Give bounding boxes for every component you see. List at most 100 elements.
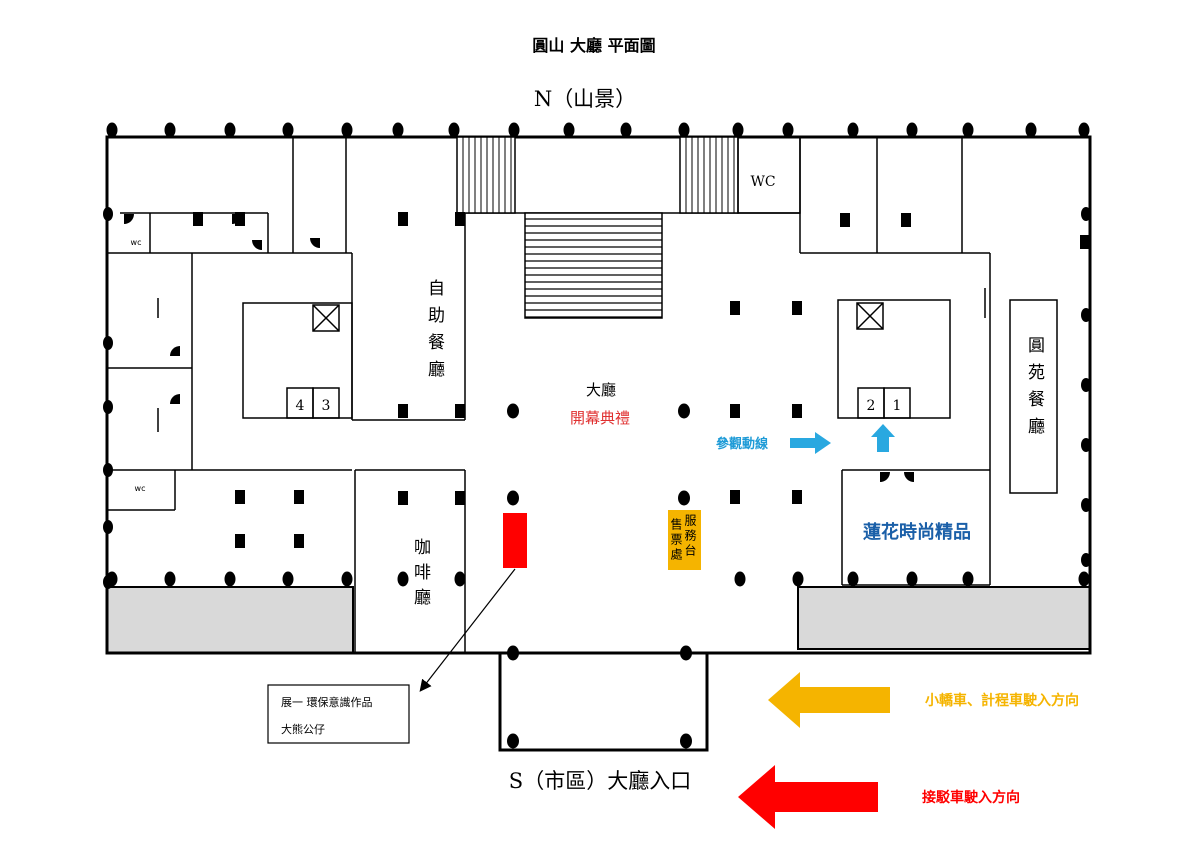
column-round xyxy=(106,122,118,138)
staircase-left xyxy=(456,136,516,214)
column-round xyxy=(282,122,294,138)
door-swing xyxy=(170,394,180,404)
column-round xyxy=(507,403,519,419)
route-arrow-up-icon xyxy=(871,424,895,452)
door-swing xyxy=(170,346,180,356)
column-round xyxy=(103,207,113,221)
ceremony-marker xyxy=(503,513,527,568)
column-round xyxy=(103,336,113,350)
elevator-cell xyxy=(883,387,911,419)
column-square xyxy=(455,404,465,418)
visit-route-label: 參觀動線 xyxy=(715,437,769,452)
column-round xyxy=(1081,438,1091,452)
column-round xyxy=(1081,207,1091,221)
cafe-label: 咖啡廳 xyxy=(410,538,430,613)
elevator-number-1: 1 xyxy=(892,398,902,414)
column-round xyxy=(680,645,692,661)
column-round xyxy=(282,571,294,587)
column-square xyxy=(792,490,802,504)
column-round xyxy=(906,122,918,138)
shuttle-direction-label: 接駁車駛入方向 xyxy=(922,790,1020,806)
door-swing xyxy=(880,472,890,482)
column-square xyxy=(235,534,245,548)
shuttle-arrow-icon xyxy=(738,765,878,829)
main-entrance xyxy=(498,651,709,752)
column-square xyxy=(398,404,408,418)
column-square xyxy=(901,213,911,227)
column-round xyxy=(1081,553,1091,567)
exhibit-caption-line1: 展一 環保意識作品 xyxy=(281,696,373,709)
elevator-block-left xyxy=(242,302,353,419)
doors xyxy=(124,214,914,482)
elevator-block-right xyxy=(837,299,951,419)
column-square xyxy=(398,491,408,505)
door-swing xyxy=(252,240,262,250)
south-entrance-label: S（市區）大廳入口 xyxy=(508,769,692,793)
elevator-number-3: 3 xyxy=(321,398,331,414)
column-square xyxy=(792,301,802,315)
elevator-number-2: 2 xyxy=(866,398,876,414)
column-square xyxy=(294,490,304,504)
column-square xyxy=(840,213,850,227)
columns xyxy=(103,122,1091,749)
column-round xyxy=(847,571,859,587)
shaft-icon xyxy=(856,302,884,330)
column-round xyxy=(224,571,236,587)
column-round xyxy=(680,733,692,749)
column-round xyxy=(508,122,520,138)
column-round xyxy=(792,571,804,587)
exhibit-caption-box xyxy=(267,684,410,744)
column-round xyxy=(164,122,176,138)
column-round xyxy=(1078,122,1090,138)
column-round xyxy=(962,122,974,138)
column-round xyxy=(507,645,519,661)
column-round xyxy=(678,490,690,506)
door-swing xyxy=(904,472,914,482)
column-round xyxy=(732,122,744,138)
wc-label-left-lower: wc xyxy=(134,484,146,493)
column-round xyxy=(507,733,519,749)
column-round xyxy=(507,490,519,506)
lobby-label: 大廳 xyxy=(585,381,617,399)
column-square xyxy=(455,212,465,226)
column-round xyxy=(1025,122,1037,138)
column-square xyxy=(398,212,408,226)
north-label: N（山景） xyxy=(533,87,637,111)
boutique-label: 蓮花時尚精品 xyxy=(863,522,971,543)
column-round xyxy=(341,122,353,138)
column-square xyxy=(792,404,802,418)
column-round xyxy=(1078,571,1090,587)
wc-label-top: WC xyxy=(750,174,776,190)
column-square xyxy=(730,301,740,315)
door-swing xyxy=(310,238,320,248)
column-round xyxy=(1081,498,1091,512)
door-swing xyxy=(232,214,242,224)
route-arrow-right-icon xyxy=(790,432,831,454)
column-round xyxy=(962,571,974,587)
column-round xyxy=(106,571,118,587)
elevator-number-4: 4 xyxy=(295,398,305,414)
staircase-right xyxy=(679,136,739,214)
column-square xyxy=(730,490,740,504)
car-taxi-arrow-icon xyxy=(768,672,890,728)
yuan-yuan-restaurant-label: 圓苑餐廳 xyxy=(1024,336,1044,444)
column-round xyxy=(103,463,113,477)
ticket-office-label: 售票處 xyxy=(669,518,683,563)
column-square xyxy=(235,490,245,504)
column-square xyxy=(730,404,740,418)
column-round xyxy=(341,571,353,587)
column-square xyxy=(455,491,465,505)
column-square xyxy=(193,212,203,226)
column-round xyxy=(448,122,460,138)
buffet-restaurant-label: 自助餐廳 xyxy=(424,279,444,387)
exhibit-pointer-line xyxy=(419,568,516,692)
service-desk-label: 服務台 xyxy=(683,514,697,559)
yuan-yuan-restaurant-box xyxy=(1009,299,1058,494)
car-taxi-direction-label: 小轎車、計程車駛入方向 xyxy=(925,693,1079,709)
column-round xyxy=(906,571,918,587)
column-round xyxy=(164,571,176,587)
gray-area-left xyxy=(106,586,354,654)
column-round xyxy=(1081,308,1091,322)
shaft-icon xyxy=(312,304,340,332)
